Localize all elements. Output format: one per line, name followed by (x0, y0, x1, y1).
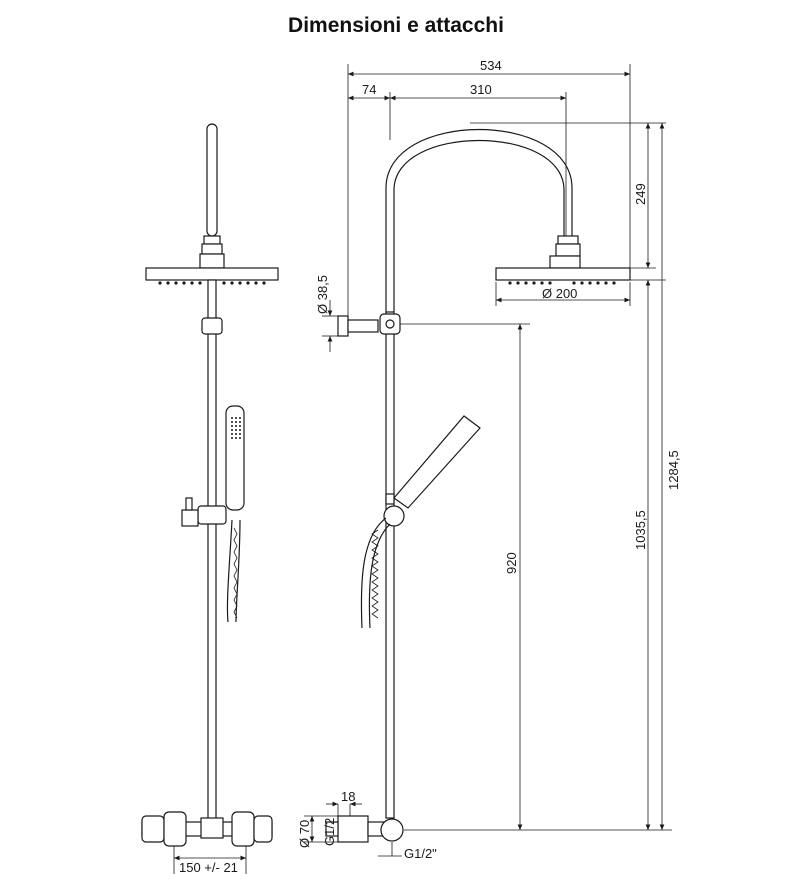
front-view: 150 +/- 21 (141, 123, 279, 875)
front-shower-nozzles (158, 281, 266, 285)
side-arm-outer (385, 129, 573, 312)
diagram-title: Dimensioni e attacchi (288, 14, 504, 37)
front-riser-pipe (207, 279, 217, 821)
front-mixer-outlet (200, 817, 224, 839)
front-connector-body (199, 253, 225, 269)
front-slider-screw (185, 497, 193, 511)
front-shower-head (145, 267, 279, 281)
dim-offset: 74 (362, 82, 376, 97)
side-shower-nozzles (508, 281, 616, 285)
dim-arm-height: 249 (633, 183, 648, 205)
front-hose-right (235, 519, 241, 623)
side-arm-inner (393, 139, 565, 312)
dim-arm-reach: 310 (470, 82, 492, 97)
dim-outlet-depth: 18 (341, 789, 355, 804)
front-connector-nut (201, 243, 223, 255)
dim-inlet-thread: G1/2 (322, 818, 337, 846)
side-view (325, 129, 631, 843)
side-wall-plate (337, 315, 349, 337)
side-head-nut (557, 235, 579, 245)
front-slider-knob (181, 509, 199, 527)
dim-head-height: 1035,5 (633, 510, 648, 550)
dim-body-diameter: Ø 70 (297, 820, 312, 848)
front-mixer-right-knob (253, 815, 273, 843)
side-riser-elbow (380, 818, 404, 842)
front-top-rod (206, 123, 218, 237)
front-hand-nozzles (231, 417, 241, 439)
side-shower-head (495, 267, 631, 281)
side-hose-inner (368, 523, 391, 629)
front-wall-bracket (201, 317, 223, 335)
side-head-connector (555, 243, 581, 257)
front-mixer-left-knob (141, 815, 165, 843)
front-hand-shower (225, 405, 245, 511)
side-mixer-body (337, 815, 369, 843)
front-mixer-right-body (231, 811, 255, 847)
side-slider-screw (385, 493, 395, 505)
dim-overall-width: 534 (480, 58, 502, 73)
front-mixer-left-body (163, 811, 187, 847)
front-hose-left (226, 519, 233, 623)
side-hand-shower (393, 415, 481, 509)
front-slider (197, 505, 227, 525)
dim-hand-height: 920 (504, 552, 519, 574)
dim-inlet-spacing: 150 +/- 21 (179, 860, 238, 875)
side-hose-outer (360, 517, 387, 629)
side-mixer-inlet (325, 821, 339, 837)
dim-overall-height: 1284,5 (666, 450, 681, 490)
front-connector-upper (203, 235, 221, 245)
dim-outlet-thread: G1/2" (404, 846, 437, 861)
side-slider (383, 505, 405, 527)
side-head-joint (549, 255, 581, 269)
side-riser-pipe (385, 311, 395, 819)
dim-bracket-diameter: Ø 38,5 (315, 275, 330, 314)
dimension-lines: 534 74 310 249 Ø 200 Ø 38,5 920 1035,5 (297, 58, 681, 861)
side-bracket-arm (347, 319, 379, 333)
dim-head-diameter: Ø 200 (542, 286, 577, 301)
